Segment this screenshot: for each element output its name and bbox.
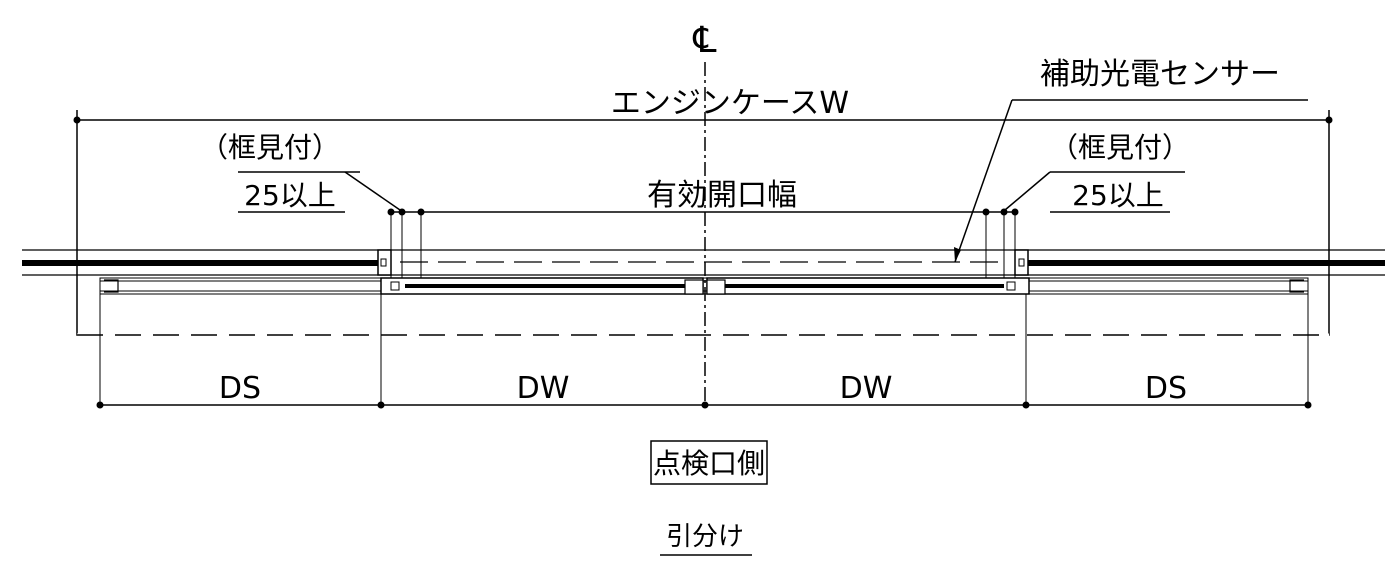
sensor-label: 補助光電センサー	[1040, 57, 1280, 92]
frame-label-left: （框見付）	[200, 131, 340, 164]
door-stile-left-outer	[390, 281, 400, 291]
sensor-leader-arrow	[954, 247, 961, 262]
centerline-symbol: ℄	[692, 20, 716, 61]
wall-lines	[22, 249, 1385, 276]
effective-opening: 有効開口幅	[387, 178, 1019, 292]
ds-right-label: DS	[1145, 371, 1187, 406]
engine-case: エンジンケースW	[73, 86, 1333, 336]
engine-case-label: エンジンケースW	[611, 86, 849, 121]
dimension-dot	[377, 401, 385, 409]
min-25-label-right: 25以上	[1072, 179, 1164, 212]
ds-left-label: DS	[219, 371, 261, 406]
effective-opening-label: 有効開口幅	[647, 178, 797, 213]
frame-leader-left	[344, 171, 401, 211]
min-25-label-left: 25以上	[244, 179, 336, 212]
inspection-side-label: 点検口側	[653, 447, 765, 480]
door-frames	[377, 249, 1029, 276]
caption-label: 引分け	[666, 522, 744, 552]
door-stile-right-outer	[1006, 281, 1016, 291]
sensor-leader	[954, 99, 1013, 263]
track-end-left	[104, 279, 119, 293]
door-stile-right-meeting	[706, 279, 726, 295]
frame-label-right: （框見付）	[1050, 131, 1190, 164]
door-panels	[99, 277, 1309, 295]
dw-left-label: DW	[517, 371, 570, 406]
door-stile-left-meeting	[684, 279, 704, 295]
frame-leader-right	[1004, 171, 1051, 211]
door-track	[99, 277, 1309, 295]
centerline-marker: ℄	[692, 20, 717, 405]
dw-right-label: DW	[840, 371, 893, 406]
dimension-dot	[1304, 401, 1312, 409]
inspection-side-box: 点検口側	[650, 440, 768, 485]
dimension-dot	[701, 401, 709, 409]
track-end-right	[1289, 279, 1304, 293]
frame-callout-right: （框見付） 25以上	[1004, 131, 1190, 213]
dimension-dot	[1022, 401, 1030, 409]
sensor-callout: 補助光電センサー	[954, 57, 1308, 263]
frame-right-core	[1018, 258, 1025, 267]
inspection-side-frame	[650, 440, 768, 485]
frame-callout-left: （框見付） 25以上	[200, 131, 401, 213]
bottom-dimension-chain: DS DW DW DS	[96, 294, 1312, 409]
caption: 引分け	[660, 522, 752, 556]
dimension-dot	[96, 401, 104, 409]
frame-left-core	[380, 258, 387, 267]
